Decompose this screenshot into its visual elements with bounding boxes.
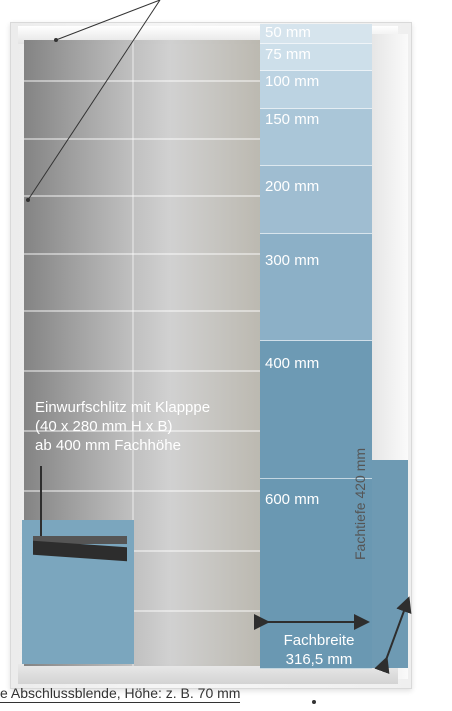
compartment-label: 75 mm	[265, 46, 311, 63]
compartment-100: 100 mm	[260, 71, 372, 109]
shelf-line	[24, 80, 260, 82]
compartment-75: 75 mm	[260, 44, 372, 71]
callout-line	[55, 0, 161, 41]
compartment-label: 300 mm	[265, 252, 320, 269]
callout-dot	[26, 198, 30, 202]
callout-line	[27, 0, 161, 201]
door-divider	[132, 40, 134, 666]
shelf-line	[24, 490, 260, 492]
shelf-line	[24, 195, 260, 197]
shelf-line	[24, 310, 260, 312]
cabinet-plinth	[18, 664, 398, 684]
insert-slot-line2: (40 x 280 mm H x B)	[35, 418, 173, 435]
width-label: Fachbreite 316,5 mm	[274, 631, 364, 669]
width-label-line2: 316,5 mm	[285, 651, 353, 668]
insert-slot-leader-line	[40, 466, 42, 542]
shelf-line	[24, 370, 260, 372]
depth-arrow	[374, 596, 412, 675]
caption-dot	[312, 700, 316, 704]
shelf-line	[24, 253, 260, 255]
shelf-line	[24, 610, 260, 612]
compartment-label: 150 mm	[265, 111, 320, 128]
shelf-line	[24, 430, 260, 432]
insert-slot-line1: Einwurfschlitz mit Klapppe	[35, 399, 211, 416]
callout-dot	[54, 38, 58, 42]
compartment-150: 150 mm	[260, 109, 372, 166]
compartment-300: 300 mm	[260, 234, 372, 341]
insert-slot-flap	[33, 536, 127, 544]
compartment-200: 200 mm	[260, 166, 372, 234]
compartment-600: 600 mm	[260, 479, 372, 669]
compartment-50: 50 mm	[260, 24, 372, 44]
compartment-label: 100 mm	[265, 73, 320, 90]
bottom-caption: e Abschlussblende, Höhe: z. B. 70 mm	[0, 685, 241, 703]
compartment-label: 50 mm	[265, 24, 311, 41]
insert-slot-line3: ab 400 mm Fachhöhe	[35, 437, 181, 454]
shelf-line	[24, 550, 260, 552]
insert-slot-label: Einwurfschlitz mit Klapppe (40 x 280 mm …	[35, 398, 265, 455]
compartment-400: 400 mm	[260, 341, 372, 479]
width-label-line1: Fachbreite	[283, 632, 355, 649]
compartment-label: 600 mm	[265, 491, 320, 508]
compartment-label: 200 mm	[265, 178, 320, 195]
shelf-line	[24, 138, 260, 140]
compartment-label: 400 mm	[265, 355, 320, 372]
